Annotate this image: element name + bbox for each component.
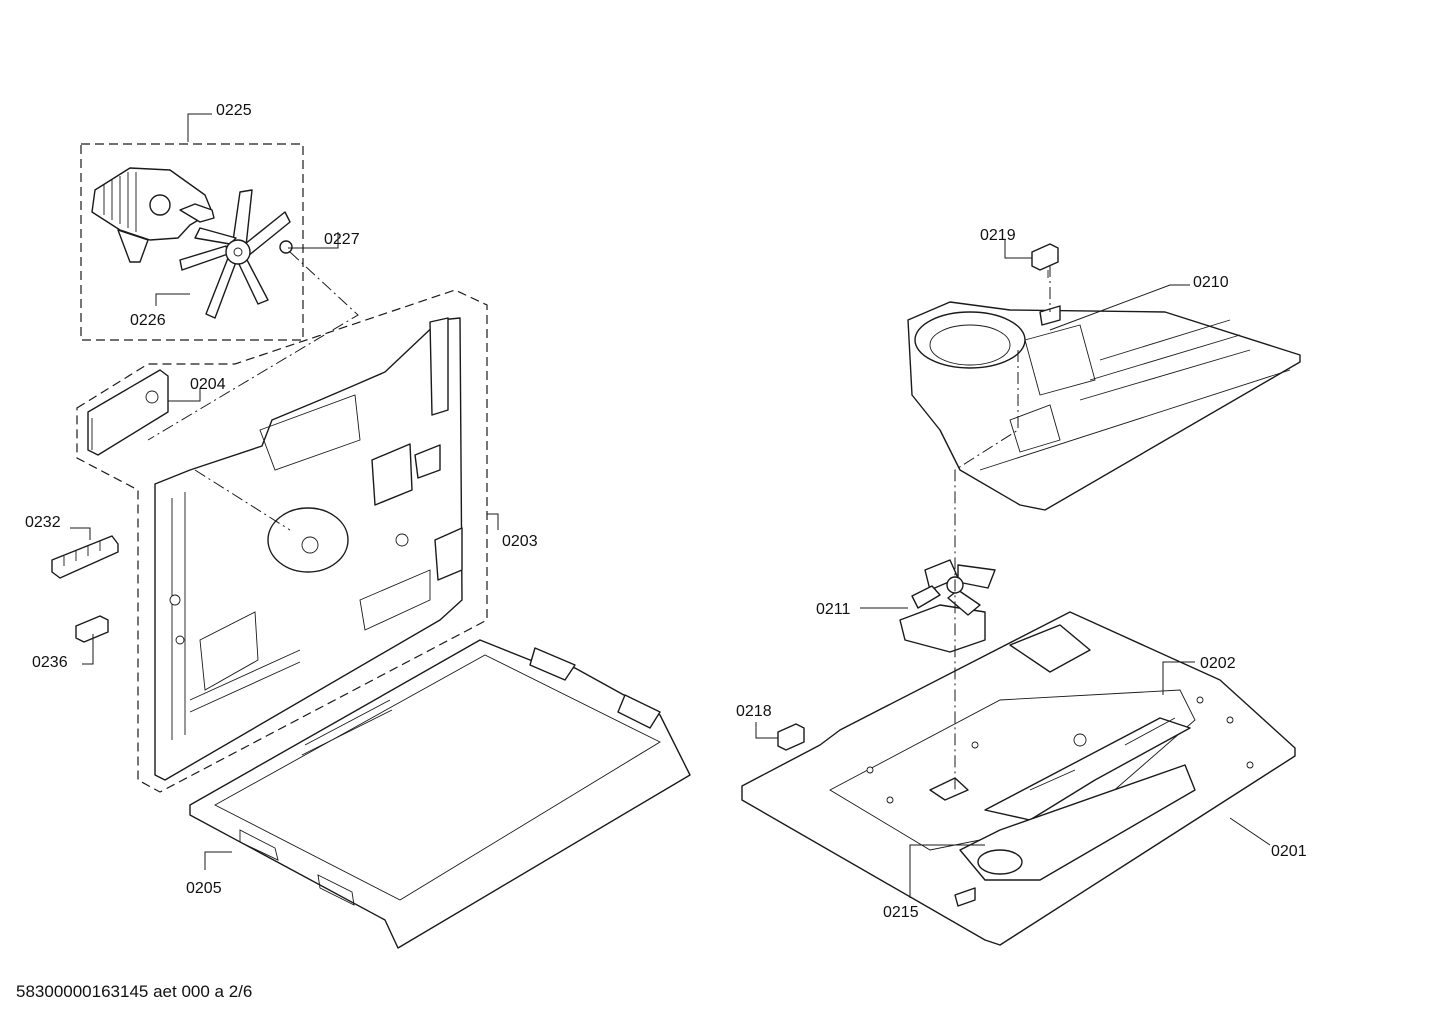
switch-0219	[1031, 243, 1059, 278]
cooling-fan-0211	[899, 559, 996, 653]
assembly-0225-boundary	[80, 143, 304, 341]
label-0211: 0211	[816, 601, 851, 618]
part-labels: 0225 0226 0227 0204 0232 0236 0203 0205 …	[25, 102, 1307, 921]
bottom-tray-0205	[189, 639, 691, 949]
label-0227: 0227	[324, 231, 360, 248]
clip-0236	[75, 615, 109, 643]
label-0236: 0236	[32, 654, 68, 671]
fan-motor	[91, 167, 215, 263]
label-0226: 0226	[130, 312, 166, 329]
label-0215: 0215	[883, 904, 919, 921]
bracket-0204	[87, 369, 169, 456]
label-0225: 0225	[216, 102, 252, 119]
assembly-axis-line	[147, 251, 359, 441]
label-0203: 0203	[502, 533, 538, 550]
air-duct-0210	[907, 301, 1301, 511]
label-0204: 0204	[190, 376, 226, 393]
terminal-block-0232	[51, 535, 119, 579]
label-0219: 0219	[980, 227, 1016, 244]
fan-impeller-0226	[179, 189, 291, 319]
nut-0227	[279, 240, 293, 254]
rear-panel-0203	[154, 317, 463, 781]
label-0218: 0218	[736, 703, 772, 720]
label-0210: 0210	[1193, 274, 1229, 291]
assembly-0203-boundary	[76, 289, 488, 793]
label-0201: 0201	[1271, 843, 1307, 860]
assembly-axis-line-right	[954, 350, 1019, 790]
switch-0218	[777, 723, 805, 751]
document-id: 58300000163145 aet 000 a 2/6	[16, 982, 252, 1001]
label-0205: 0205	[186, 880, 222, 897]
leader-lines	[70, 113, 1271, 898]
assembly-0225	[80, 143, 304, 341]
base-plate-0201	[741, 611, 1296, 946]
label-0232: 0232	[25, 514, 61, 531]
label-0202: 0202	[1200, 655, 1236, 672]
